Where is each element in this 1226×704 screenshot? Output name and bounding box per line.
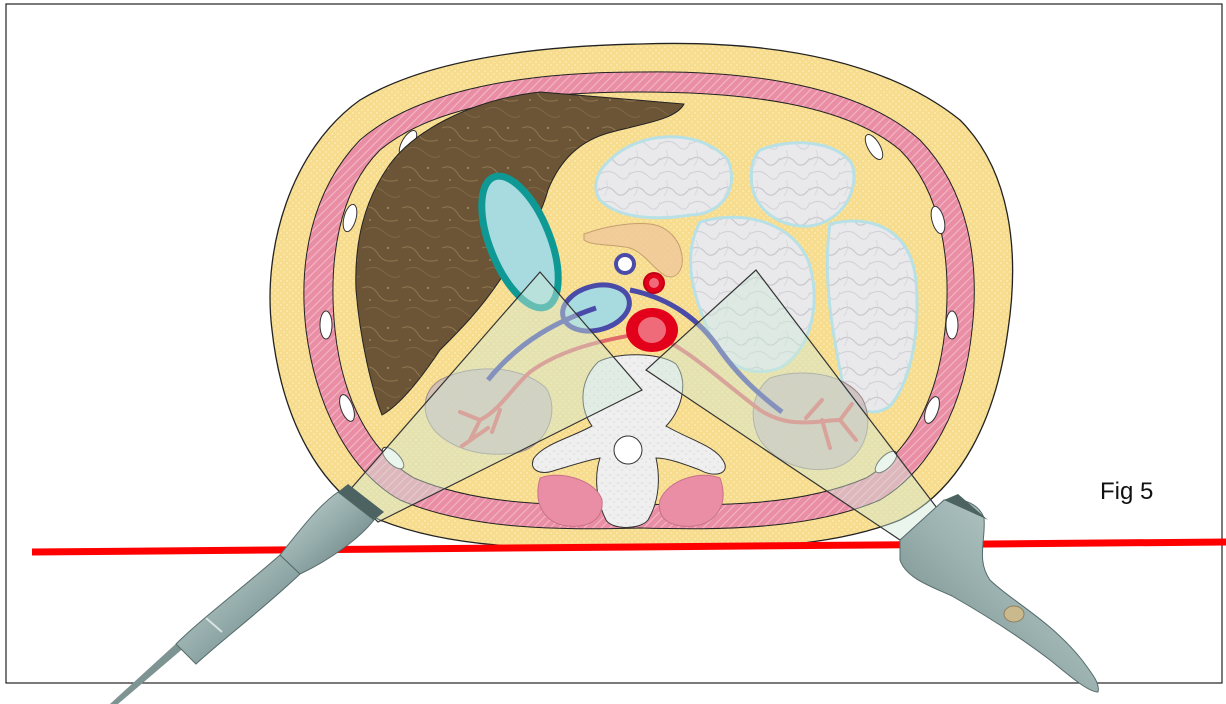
figure-label: Fig 5 <box>1100 478 1153 506</box>
